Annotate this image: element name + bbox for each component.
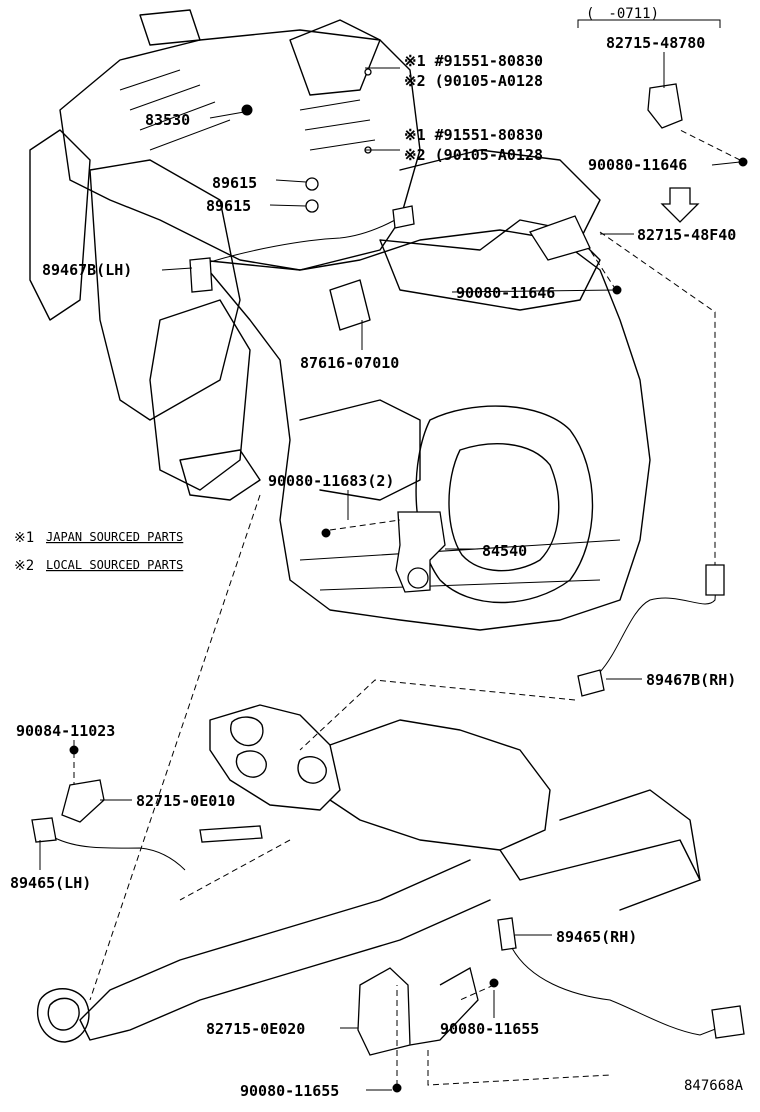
label-90080-11655-a: 90080-11655 [440, 1020, 539, 1038]
label-83530: 83530 [145, 111, 190, 129]
label-90080-11683: 90080-11683(2) [268, 472, 394, 490]
label-90105-a0128-a: ※2 (90105-A0128 [404, 72, 543, 90]
leader-lines [39, 52, 741, 1091]
sensor-89465-lh [31, 817, 263, 871]
note-2-mark: ※2 [14, 558, 34, 574]
label-89465-lh: 89465(LH) [10, 874, 91, 892]
label-89465-rh: 89465(RH) [556, 928, 637, 946]
sensor-89467b-lh [189, 205, 415, 293]
exhaust-illustration [36, 704, 701, 1043]
label-84540: 84540 [482, 542, 527, 560]
label-90080-11646: 90080-11646 [456, 284, 555, 302]
sensor-89467b-rh [577, 564, 725, 697]
label-82715-48780: 82715-48780 [606, 34, 705, 52]
label-90084-11023: 90084-11023 [16, 722, 115, 740]
down-arrow-icon [660, 187, 700, 223]
labels: ( -0711) ※1 #91551-80830 ※2 (90105-A0128… [10, 6, 744, 1100]
bracket-82715-0e020 [357, 967, 479, 1056]
sensor-89465-rh [497, 917, 745, 1039]
label-89467b-rh: 89467B(RH) [646, 671, 736, 689]
label-82715-48f40: 82715-48F40 [637, 226, 736, 244]
range-bracket [577, 19, 721, 28]
label-90105-a0128-b: ※2 (90105-A0128 [404, 146, 543, 164]
bracket-82715-48780 [529, 83, 683, 261]
label-90080-11646-top: 90080-11646 [588, 156, 687, 174]
label-89615-b: 89615 [206, 197, 251, 215]
note-1-mark: ※1 [14, 530, 34, 546]
label-82715-0e020: 82715-0E020 [206, 1020, 305, 1038]
notes-legend: ※1 JAPAN SOURCED PARTS ※2 LOCAL SOURCED … [14, 530, 183, 574]
neutral-switch-84540 [395, 511, 446, 593]
bracket-82715-0e010 [61, 779, 105, 823]
diagram-code: 847668A [684, 1078, 744, 1094]
label-91551-80830-a: ※1 #91551-80830 [404, 52, 543, 70]
engine-illustration [29, 9, 651, 631]
label-82715-0e010: 82715-0E010 [136, 792, 235, 810]
range-note: ( -0711) [586, 6, 659, 22]
dashed-guides [73, 129, 741, 1086]
label-89615-a: 89615 [212, 174, 257, 192]
label-89467b-lh: 89467B(LH) [42, 261, 132, 279]
label-87616-07010: 87616-07010 [300, 354, 399, 372]
note-1-text: JAPAN SOURCED PARTS [46, 530, 183, 544]
note-2-text: LOCAL SOURCED PARTS [46, 558, 183, 572]
label-91551-80830-b: ※1 #91551-80830 [404, 126, 543, 144]
bolts [69, 68, 748, 1093]
label-90080-11655-b: 90080-11655 [240, 1082, 339, 1100]
